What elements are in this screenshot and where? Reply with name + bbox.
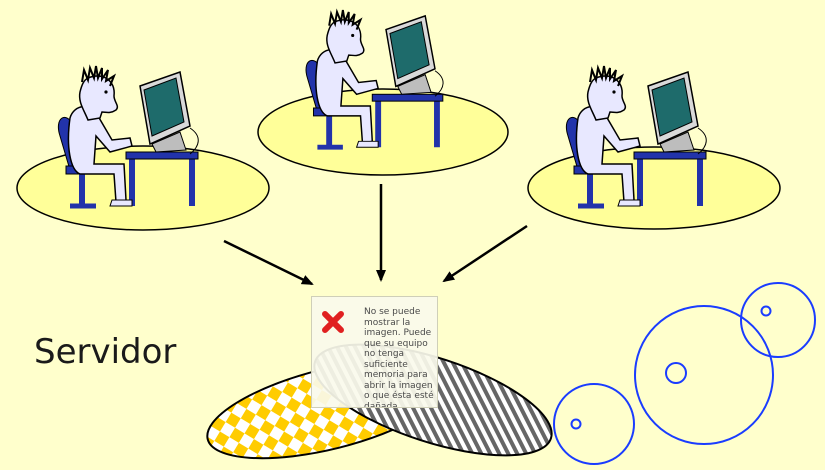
bubble-top-inner: [760, 305, 772, 317]
broken-image-placeholder: No se puede mostrar la imagen. Puede que…: [311, 296, 438, 408]
client-platform-center: [257, 88, 509, 176]
bubble-large: [634, 305, 774, 445]
bubble-large-inner: [665, 362, 687, 384]
server-label: Servidor: [34, 332, 177, 372]
bubble-bottom-inner: [570, 418, 582, 430]
arrow-right-to-server: [442, 224, 528, 283]
arrow-left-to-server: [223, 239, 314, 286]
bubble-top: [740, 282, 816, 358]
bubble-bottom: [553, 383, 635, 465]
broken-image-message: No se puede mostrar la imagen. Puede que…: [364, 307, 434, 408]
red-x-icon: [322, 311, 344, 333]
